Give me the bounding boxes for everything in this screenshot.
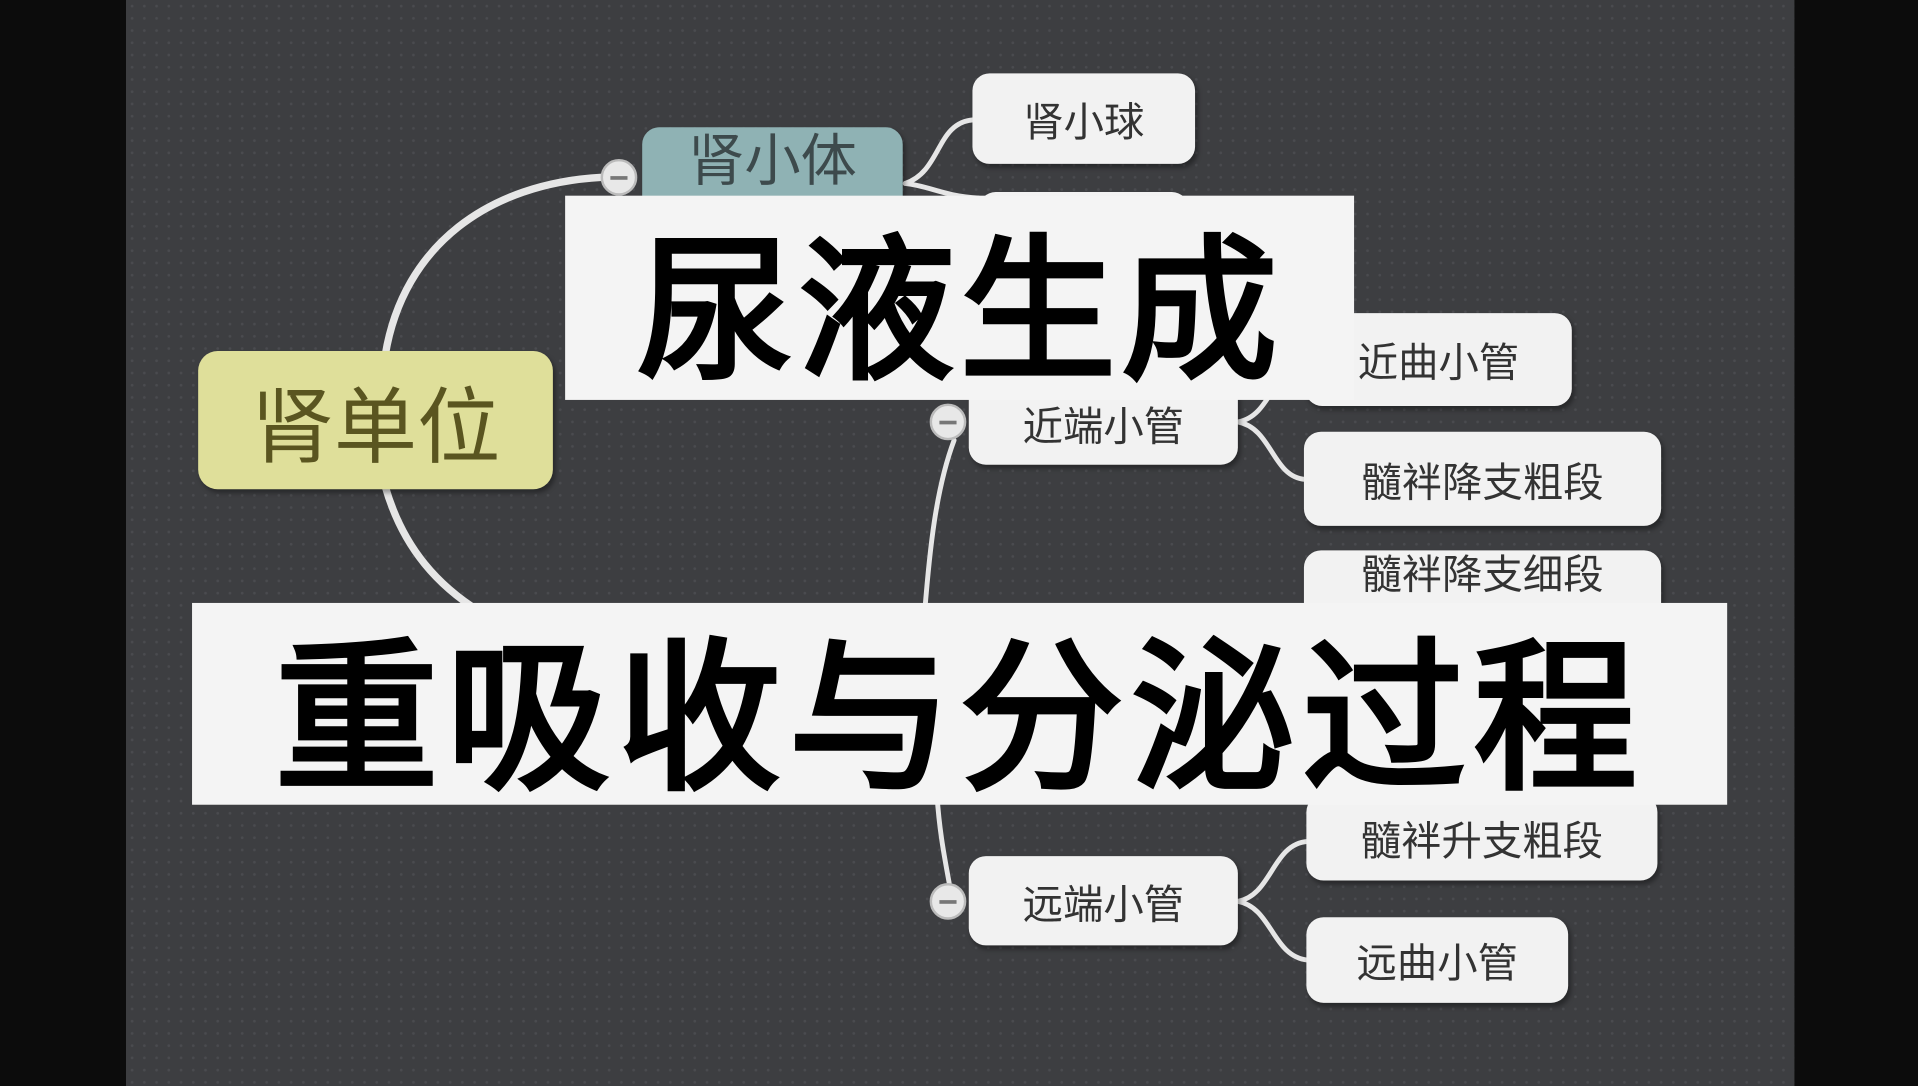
connector-root-to-renal-corpuscle (381, 173, 606, 359)
node-descending-thick[interactable]: 髓袢降支粗段 (1303, 431, 1662, 526)
node-label: 近端小管 (1022, 402, 1185, 451)
title-overlay-line2: 重吸收与分泌过程 (192, 602, 1728, 814)
title-overlay-line1: 尿液生成 (565, 195, 1355, 404)
connector-corpuscle-to-glomerulus (902, 117, 977, 186)
node-distal-convoluted[interactable]: 远曲小管 (1306, 917, 1569, 1003)
node-label: 肾小体 (688, 127, 857, 194)
connector-tubule-trunk-upper (922, 437, 957, 614)
node-label: 髓袢降支粗段 (1361, 458, 1604, 506)
node-label: 远曲小管 (1356, 939, 1518, 987)
node-distal-tubule[interactable]: 远端小管 (968, 856, 1238, 946)
root-node-label: 肾单位 (250, 380, 501, 477)
node-label: 髓袢降支细段 (1361, 550, 1604, 599)
node-label: 远端小管 (1022, 879, 1185, 928)
node-glomerulus[interactable]: 肾小球 (972, 73, 1196, 164)
connector-tubule-trunk-lower (934, 792, 952, 886)
root-node[interactable]: 肾单位 (198, 351, 553, 490)
title-text: 尿液生成 (636, 221, 1283, 404)
collapse-toggle-icon[interactable] (600, 158, 638, 196)
node-label: 髓袢升支粗段 (1360, 816, 1604, 865)
connector-distal-to-convoluted (1235, 898, 1311, 963)
connector-proximal-to-desc-thick (1235, 419, 1308, 482)
mindmap-canvas (125, 0, 1795, 1086)
connector-distal-to-asc-thick (1235, 838, 1311, 904)
title-text: 重吸收与分泌过程 (274, 623, 1645, 814)
collapse-toggle-icon[interactable] (929, 403, 967, 441)
node-ascending-thick[interactable]: 髓袢升支粗段 (1306, 794, 1658, 881)
collapse-toggle-icon[interactable] (929, 883, 967, 920)
node-label: 近曲小管 (1357, 338, 1520, 387)
node-label: 肾小球 (1023, 97, 1145, 146)
connector-root-down (381, 483, 484, 616)
